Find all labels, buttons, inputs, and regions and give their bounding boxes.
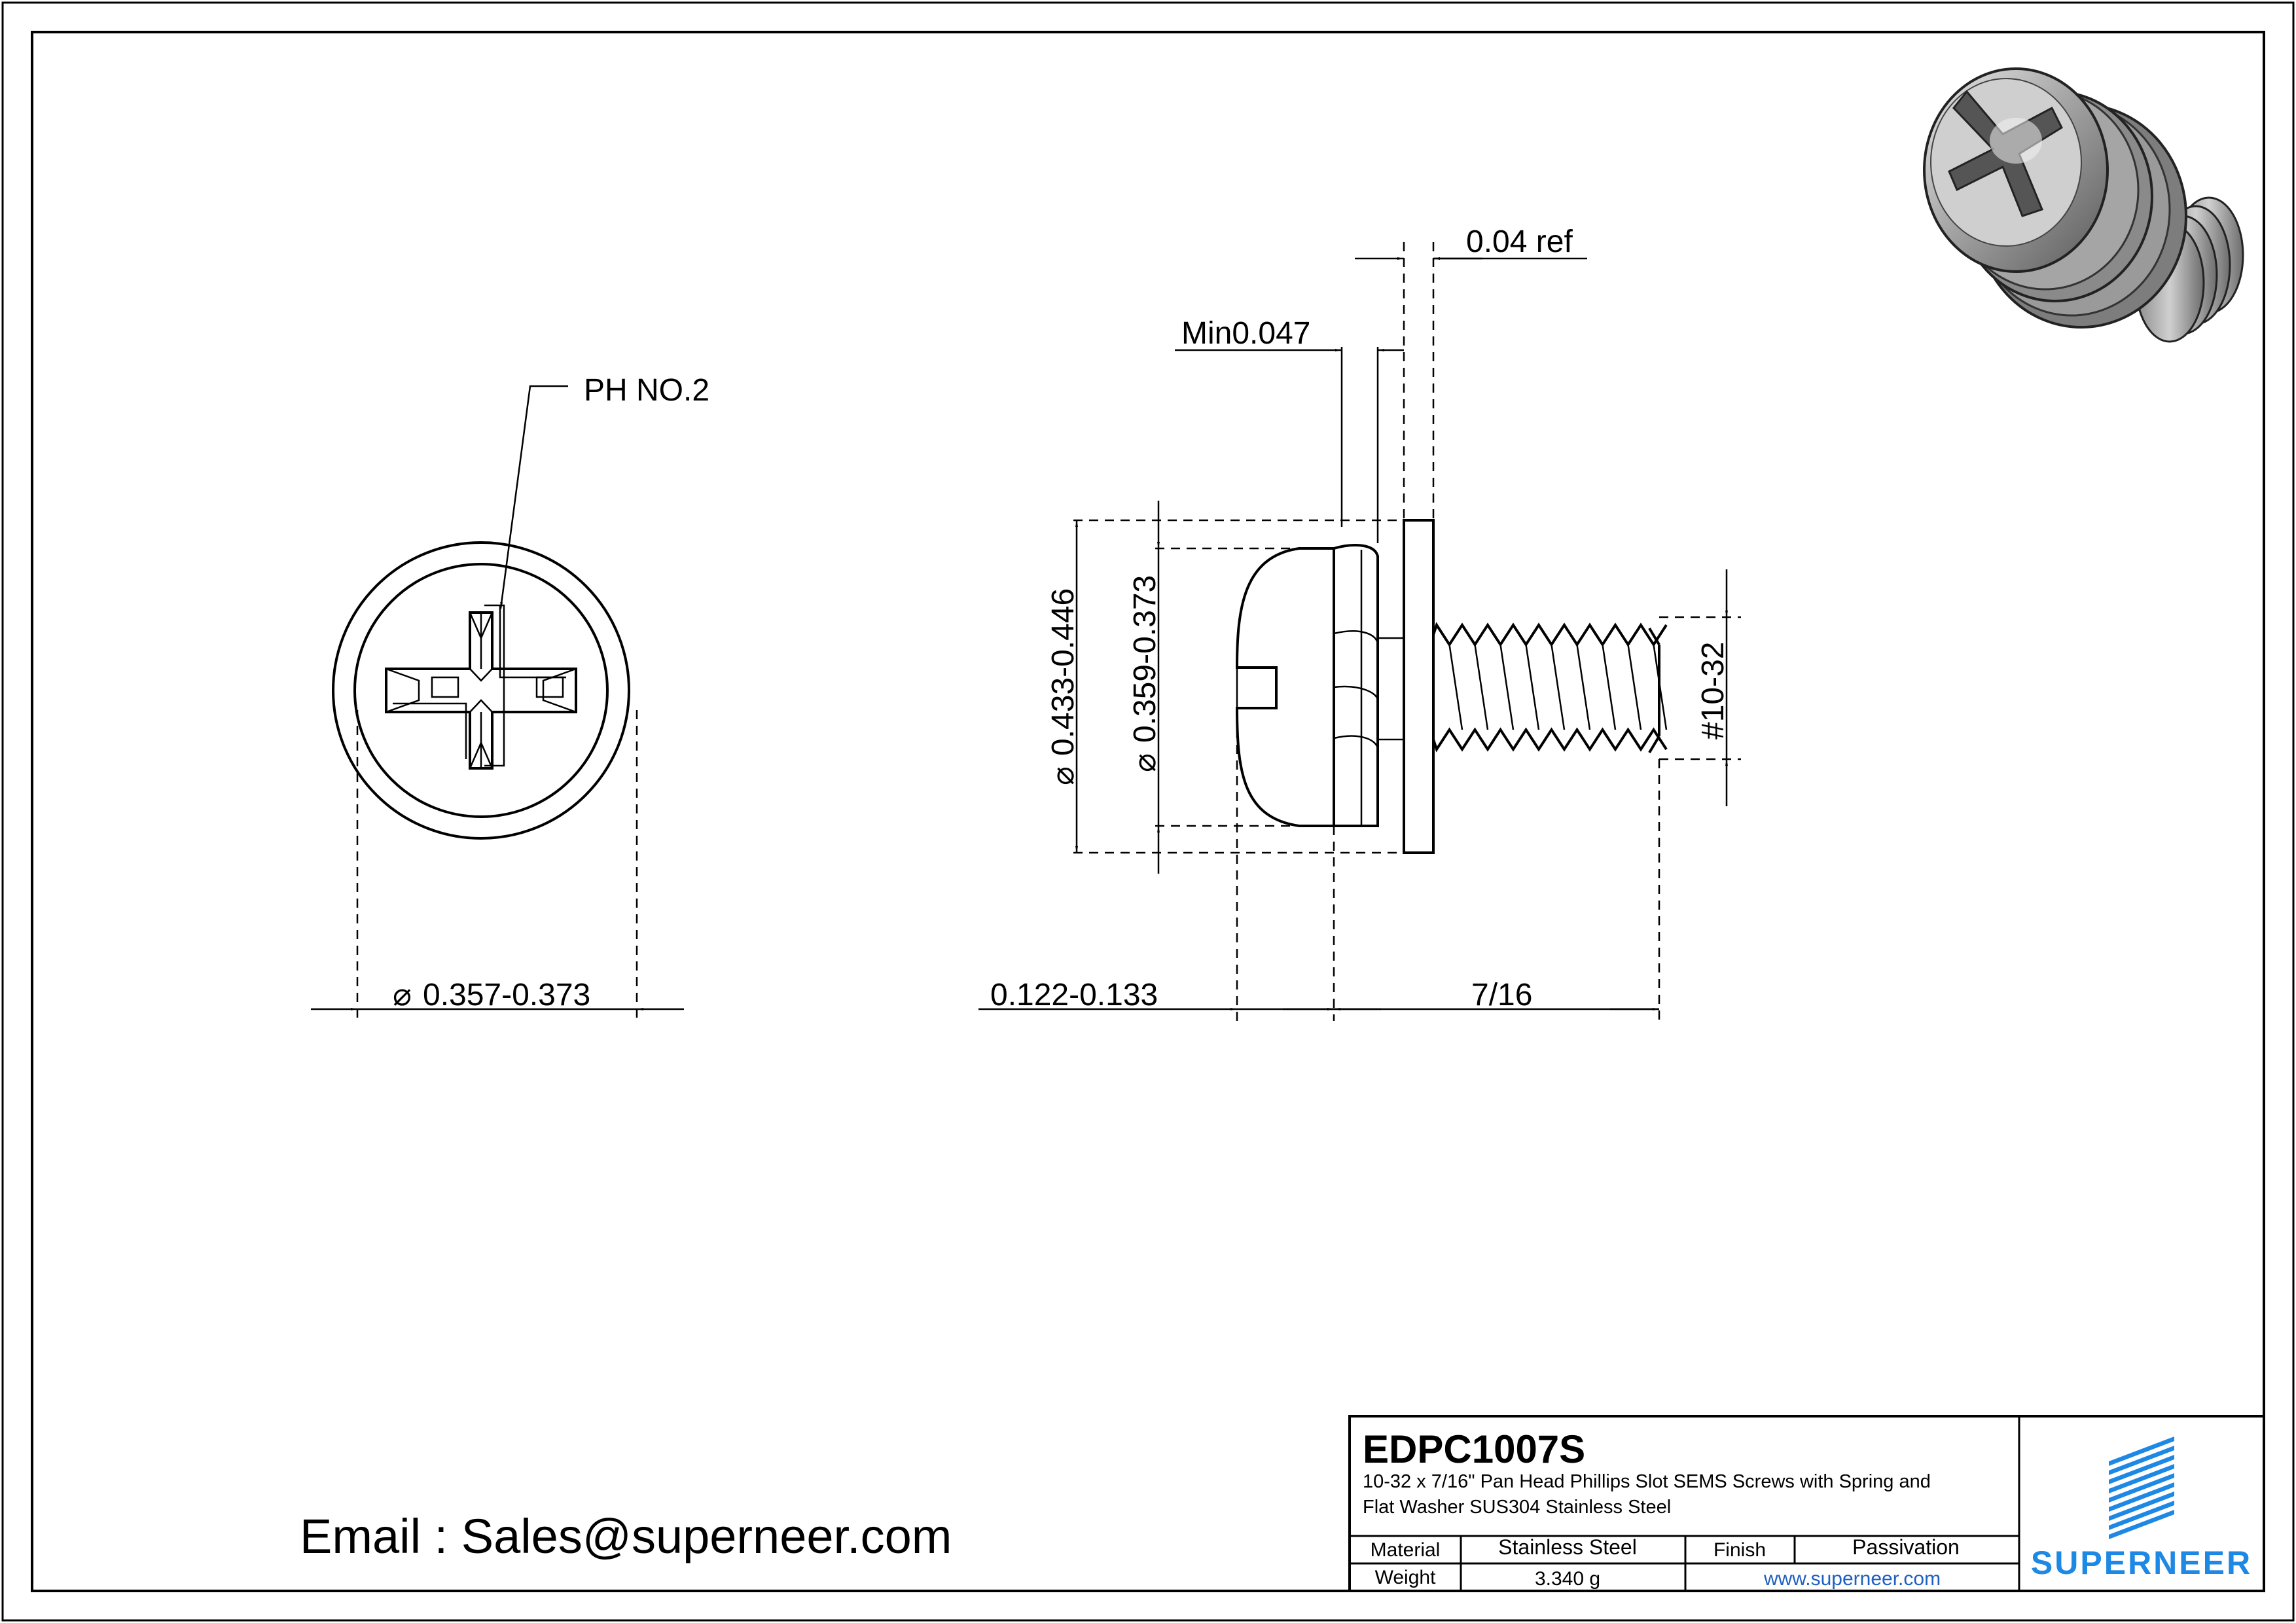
head-diameter-dimension: 0.357-0.373	[423, 978, 590, 1012]
material-label: Material	[1371, 1539, 1441, 1561]
phillips-recess-icon	[385, 604, 577, 770]
drive-type-label: PH NO.2	[584, 373, 709, 408]
spring-washer-min-dimension: Min0.047	[1181, 316, 1310, 351]
pan-head	[1235, 547, 1335, 827]
top-view: PH NO.2 ⌀ 0.357-0.373	[311, 373, 709, 1021]
spring-washer-diameter-dimension: 0.359-0.373	[1128, 575, 1162, 743]
inner-border	[31, 31, 2265, 1592]
flat-washer-diameter-dimension: 0.433-0.446	[1046, 588, 1081, 756]
material-value: Stainless Steel	[1498, 1535, 1637, 1559]
side-view: 0.04 ref Min0.047 ⌀ 0.433-0.446 ⌀ 0.359-…	[978, 224, 1741, 1021]
brand-name: SUPERNEER	[2031, 1544, 2252, 1581]
finish-label: Finish	[1713, 1539, 1766, 1561]
part-number: EDPC1007S	[1363, 1427, 1585, 1471]
description-line-1: 10-32 x 7/16" Pan Head Phillips Slot SEM…	[1363, 1471, 1931, 1492]
website-link[interactable]: www.superneer.com	[1763, 1568, 1941, 1590]
spring-washer	[1333, 544, 1379, 827]
finish-value: Passivation	[1852, 1535, 1960, 1559]
weight-label: Weight	[1375, 1567, 1436, 1588]
screw-3d-render	[1923, 67, 2244, 343]
washer-thickness-ref-dimension: 0.04 ref	[1466, 224, 1573, 259]
head-height-dimension: 0.122-0.133	[990, 978, 1158, 1012]
head-outline	[353, 563, 609, 818]
title-block: EDPC1007S 10-32 x 7/16" Pan Head Phillip…	[1348, 1415, 2265, 1592]
contact-email[interactable]: Email : Sales@superneer.com	[300, 1509, 952, 1563]
washer-outline	[332, 541, 630, 840]
diameter-symbol-icon: ⌀	[393, 978, 412, 1012]
length-dimension: 7/16	[1471, 978, 1532, 1012]
weight-value: 3.340 g	[1535, 1568, 1600, 1590]
superneer-stripes-logo-icon	[2109, 1436, 2174, 1539]
flat-washer-diameter-symbol-icon: ⌀	[1046, 766, 1081, 785]
thread-size-dimension: #10-32	[1696, 642, 1731, 740]
threaded-shank	[1432, 622, 1668, 754]
spring-washer-diameter-symbol-icon: ⌀	[1128, 753, 1162, 772]
description-line-2: Flat Washer SUS304 Stainless Steel	[1363, 1497, 1671, 1518]
flat-washer	[1403, 519, 1435, 854]
